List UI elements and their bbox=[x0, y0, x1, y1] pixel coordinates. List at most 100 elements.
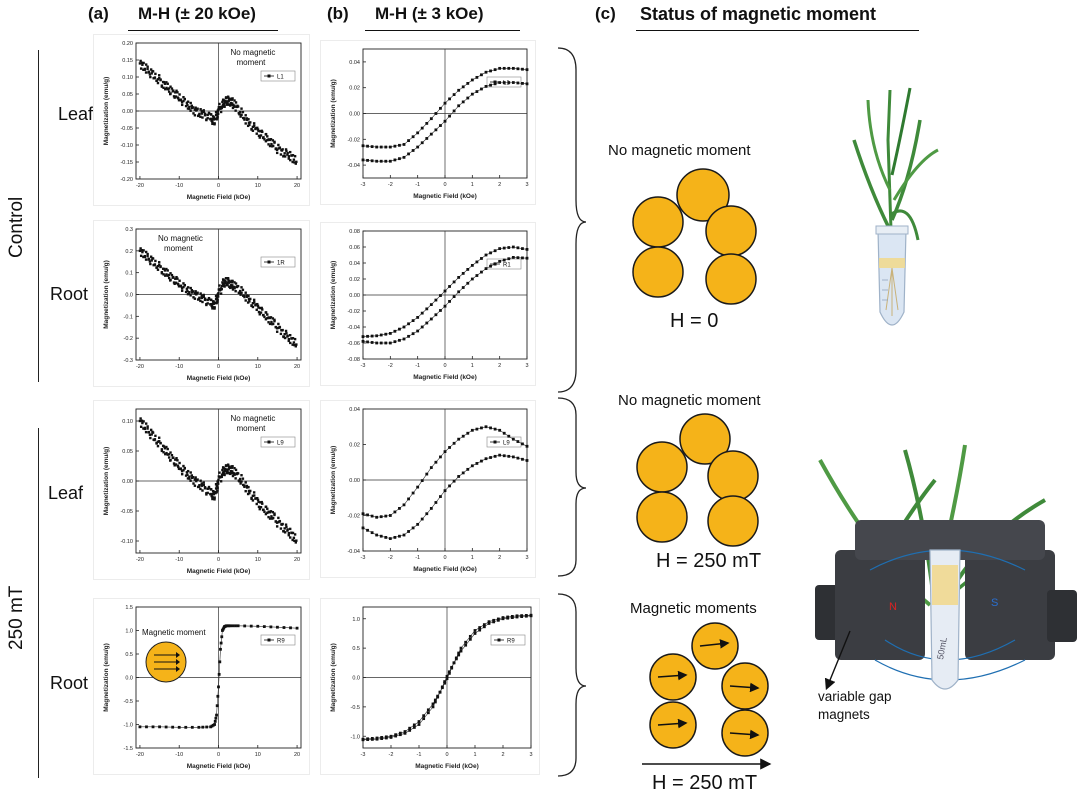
data-point bbox=[196, 478, 199, 481]
x-tick-label: 10 bbox=[255, 752, 261, 758]
data-point bbox=[511, 256, 515, 259]
data-point bbox=[205, 493, 208, 496]
data-point bbox=[266, 313, 269, 316]
data-point bbox=[247, 121, 251, 124]
data-point bbox=[270, 142, 273, 146]
data-point bbox=[480, 257, 483, 260]
data-point bbox=[273, 513, 276, 517]
data-point bbox=[236, 624, 240, 628]
data-point bbox=[416, 522, 420, 526]
data-point bbox=[375, 341, 379, 345]
data-point bbox=[226, 283, 229, 287]
data-point bbox=[217, 478, 220, 481]
data-point bbox=[489, 69, 492, 73]
data-point bbox=[287, 533, 290, 537]
data-point bbox=[254, 497, 257, 500]
data-point bbox=[213, 719, 217, 723]
data-point bbox=[203, 486, 207, 489]
data-point bbox=[502, 81, 506, 84]
data-point bbox=[169, 278, 172, 282]
data-point bbox=[283, 152, 286, 155]
data-point bbox=[178, 279, 181, 282]
data-point bbox=[295, 343, 298, 346]
data-point bbox=[231, 474, 235, 478]
data-point bbox=[221, 468, 224, 472]
data-point bbox=[197, 725, 201, 729]
data-point bbox=[271, 317, 275, 320]
data-point bbox=[206, 491, 209, 495]
data-point bbox=[445, 677, 449, 681]
data-point bbox=[169, 458, 172, 462]
data-point bbox=[200, 112, 204, 115]
particle bbox=[676, 168, 730, 222]
annotation-arrow-head bbox=[176, 659, 180, 665]
data-point bbox=[264, 140, 268, 143]
data-point bbox=[158, 725, 161, 729]
data-point bbox=[443, 680, 447, 684]
data-point bbox=[282, 154, 286, 158]
data-point bbox=[266, 138, 269, 142]
data-point bbox=[511, 245, 515, 249]
data-point bbox=[261, 130, 264, 134]
x-tick-label: 20 bbox=[294, 183, 300, 189]
y-tick-label: 0.02 bbox=[349, 86, 360, 92]
y-tick-label: 0.15 bbox=[122, 58, 133, 64]
data-point bbox=[177, 725, 181, 729]
x-tick-label: -10 bbox=[175, 183, 183, 189]
data-point bbox=[425, 472, 429, 476]
data-point bbox=[407, 497, 410, 501]
data-point bbox=[151, 70, 155, 73]
data-point bbox=[216, 117, 219, 120]
data-point bbox=[379, 341, 383, 345]
data-point bbox=[165, 273, 168, 276]
data-point bbox=[241, 288, 245, 292]
legend-box bbox=[486, 436, 522, 448]
data-point bbox=[180, 469, 184, 473]
chart-annotation: moment bbox=[164, 244, 194, 253]
data-point bbox=[475, 90, 479, 93]
data-point bbox=[150, 259, 153, 262]
data-point bbox=[149, 68, 153, 71]
y-tick-label: -0.05 bbox=[120, 509, 133, 515]
data-point bbox=[516, 256, 520, 260]
data-point bbox=[480, 426, 483, 430]
data-point bbox=[431, 702, 435, 706]
data-point bbox=[240, 474, 243, 477]
data-point bbox=[199, 108, 202, 111]
particle bbox=[705, 253, 757, 305]
data-point bbox=[412, 726, 416, 729]
data-point bbox=[416, 485, 420, 489]
data-point bbox=[183, 467, 186, 470]
x-tick-label: 0 bbox=[445, 752, 448, 758]
data-point bbox=[180, 100, 184, 104]
data-point bbox=[221, 473, 224, 476]
data-point bbox=[493, 262, 497, 266]
data-point bbox=[194, 290, 197, 293]
y-axis-label: Magnetization (emu/g) bbox=[103, 77, 110, 146]
data-point bbox=[184, 474, 188, 477]
data-point bbox=[241, 477, 245, 480]
data-point bbox=[144, 63, 148, 66]
row-label-root-control: Root bbox=[50, 284, 89, 304]
data-point bbox=[393, 340, 397, 344]
data-point bbox=[246, 124, 250, 128]
data-point bbox=[252, 122, 256, 125]
data-point bbox=[140, 61, 144, 64]
data-point bbox=[267, 143, 270, 146]
data-point bbox=[186, 292, 190, 296]
data-point bbox=[402, 503, 406, 507]
data-point bbox=[143, 427, 147, 431]
data-point bbox=[493, 249, 497, 253]
data-point bbox=[466, 268, 470, 271]
data-point bbox=[366, 513, 369, 517]
data-point bbox=[289, 626, 292, 630]
data-point bbox=[516, 67, 520, 71]
x-tick-label: -2 bbox=[388, 182, 393, 188]
data-point bbox=[434, 298, 438, 302]
brace-control bbox=[557, 47, 587, 393]
data-point bbox=[206, 117, 209, 120]
data-point bbox=[216, 300, 219, 304]
data-point bbox=[280, 148, 283, 152]
data-point bbox=[452, 295, 456, 298]
